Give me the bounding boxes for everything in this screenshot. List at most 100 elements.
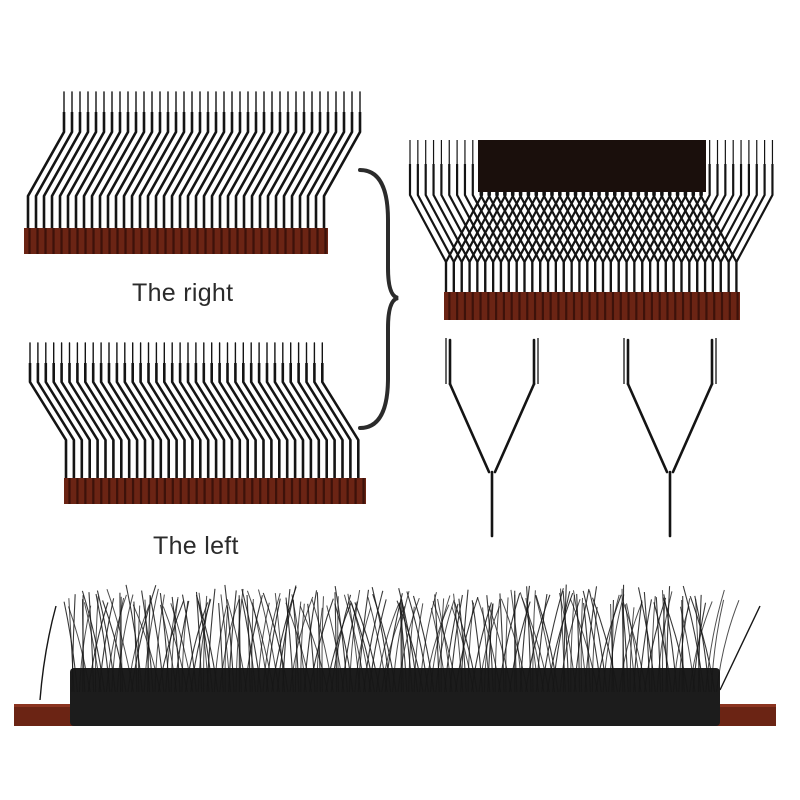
tape-stripe — [448, 292, 450, 320]
left-strip-caption: The left — [153, 532, 239, 561]
tape-stripe — [156, 478, 158, 504]
tape-stripe — [534, 292, 536, 320]
tape-stripe — [108, 228, 110, 254]
combined-yy-lash-strip-illustration — [410, 140, 772, 320]
tape-stripe — [283, 478, 285, 504]
tape-stripe — [236, 228, 238, 254]
tape-stripe — [76, 478, 78, 504]
tape-stripe — [243, 478, 245, 504]
tape-stripe — [188, 478, 190, 504]
tape-stripe — [284, 228, 286, 254]
tape-stripe — [212, 228, 214, 254]
tape-stripe — [729, 292, 731, 320]
tape-stripe — [196, 228, 198, 254]
tape-stripe — [713, 292, 715, 320]
tape-stripe — [124, 478, 126, 504]
tape-stripe — [180, 228, 182, 254]
tape-stripe — [674, 292, 676, 320]
photo-lash-edge-fiber — [40, 606, 56, 700]
tape-stripe — [736, 292, 738, 320]
tape-stripe — [251, 478, 253, 504]
tape-stripe — [362, 478, 364, 504]
tape-stripe — [557, 292, 559, 320]
tape-stripe — [164, 478, 166, 504]
tape-stripe — [292, 228, 294, 254]
tape-stripe — [635, 292, 637, 320]
tape-stripe — [172, 478, 174, 504]
tape-stripe — [68, 228, 70, 254]
tape-stripe — [690, 292, 692, 320]
dense-lash-cluster — [478, 140, 706, 192]
tape-stripe — [219, 478, 221, 504]
tape-stripe — [596, 292, 598, 320]
tape-stripe — [227, 478, 229, 504]
left-lash-strip-illustration — [30, 343, 366, 504]
tape-stripe — [228, 228, 230, 254]
tape-stripe — [276, 228, 278, 254]
tape-stripe — [503, 292, 505, 320]
tape-stripe — [60, 228, 62, 254]
tape-stripe — [666, 292, 668, 320]
tape-stripe — [651, 292, 653, 320]
tape-stripe — [573, 292, 575, 320]
tape-stripe — [108, 478, 110, 504]
photo-lash-edge-fiber — [720, 606, 760, 690]
tape-stripe — [323, 478, 325, 504]
tape-stripe — [331, 478, 333, 504]
tape-stripe — [140, 478, 142, 504]
tape-stripe — [472, 292, 474, 320]
tape-stripe — [244, 228, 246, 254]
tape-stripe — [92, 228, 94, 254]
tape-stripe — [156, 228, 158, 254]
tape-stripe — [84, 478, 86, 504]
tape-stripe — [92, 478, 94, 504]
tape-stripe — [140, 228, 142, 254]
tape-stripe — [275, 478, 277, 504]
tape-stripe — [354, 478, 356, 504]
tape-stripe — [542, 292, 544, 320]
tape-stripe — [148, 478, 150, 504]
curly-brace-icon — [360, 170, 398, 428]
y-lash-line — [495, 384, 534, 472]
y-shape-lash-diagram-left — [446, 338, 538, 536]
tape-stripe — [259, 478, 261, 504]
tape-stripe — [204, 228, 206, 254]
tape-stripe — [698, 292, 700, 320]
tape-stripe — [148, 228, 150, 254]
tape-stripe — [643, 292, 645, 320]
tape-stripe — [307, 478, 309, 504]
tape-stripe — [116, 478, 118, 504]
tape-stripe — [68, 478, 70, 504]
tape-stripe — [268, 228, 270, 254]
tape-stripe — [252, 228, 254, 254]
tape-stripe — [299, 478, 301, 504]
tape-stripe — [180, 478, 182, 504]
tape-stripe — [132, 478, 134, 504]
tape-stripe — [308, 228, 310, 254]
photo-lash-fiber — [120, 593, 121, 692]
tape-stripe — [659, 292, 661, 320]
tape-stripe — [132, 228, 134, 254]
tape-stripe — [627, 292, 629, 320]
tape-stripe — [188, 228, 190, 254]
tape-stripe — [347, 478, 349, 504]
tape-stripe — [682, 292, 684, 320]
y-lash-line — [450, 384, 489, 472]
tape-stripe — [456, 292, 458, 320]
y-lash-line — [673, 384, 712, 472]
tape-stripe — [300, 228, 302, 254]
tape-stripe — [84, 228, 86, 254]
tape-stripe — [76, 228, 78, 254]
tape-stripe — [550, 292, 552, 320]
yy-lash-product-photo — [14, 585, 776, 726]
tape-stripe — [44, 228, 46, 254]
tape-stripe — [260, 228, 262, 254]
tape-stripe — [526, 292, 528, 320]
y-lash-line — [628, 384, 667, 472]
tape-stripe — [705, 292, 707, 320]
tape-stripe — [511, 292, 513, 320]
tape-stripe — [291, 478, 293, 504]
tape-stripe — [100, 228, 102, 254]
tape-stripe — [339, 478, 341, 504]
